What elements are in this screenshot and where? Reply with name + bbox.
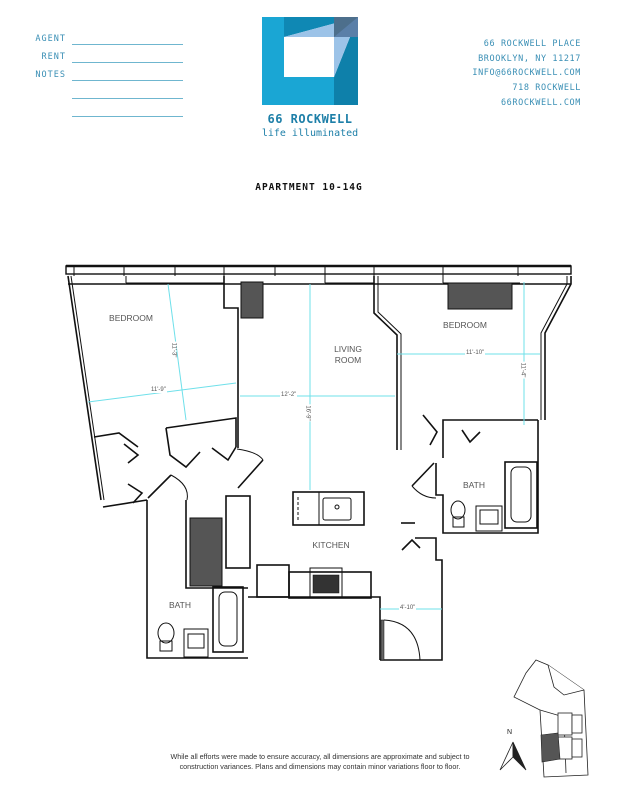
- address-city: BROOKLYN, NY 11217: [478, 53, 581, 64]
- apartment-title: APARTMENT 10-14G: [255, 182, 363, 193]
- bedroom-left-label: BEDROOM: [109, 313, 153, 323]
- rent-field: RENT: [30, 52, 190, 66]
- building-key-plan: [499, 659, 589, 778]
- agent-field: AGENT: [30, 34, 190, 48]
- living-room-depth-dim: 16'-9": [304, 404, 311, 422]
- disclaimer-line-2: construction variances. Plans and dimens…: [179, 762, 461, 771]
- living-room-label-line1: LIVING: [334, 344, 362, 354]
- notes-line: [72, 80, 183, 81]
- rent-label: RENT: [41, 52, 66, 62]
- agent-line: [72, 44, 183, 45]
- bedroom-right-label: BEDROOM: [443, 320, 487, 330]
- notes-extra-line-1: [30, 88, 190, 102]
- brand-tagline: life illuminated: [261, 128, 359, 139]
- agent-label: AGENT: [35, 34, 66, 44]
- bedroom-right-depth-dim: 11'-4": [519, 361, 526, 379]
- living-room-width-dim: 12'-2": [280, 392, 298, 398]
- notes-line-3: [72, 116, 183, 117]
- bath-left-label: BATH: [168, 600, 192, 610]
- notes-line-2: [72, 98, 183, 99]
- living-room-label-line2: ROOM: [334, 355, 362, 365]
- contact-address: 66 ROCKWELL PLACE BROOKLYN, NY 11217 INF…: [472, 37, 581, 111]
- bedroom-left-width-dim: 11'-9": [150, 387, 167, 393]
- disclaimer-text: While all efforts were made to ensure ac…: [130, 752, 510, 772]
- bath-right-label: BATH: [462, 480, 486, 490]
- notes-field: NOTES: [30, 70, 190, 84]
- brand-name: 66 ROCKWELL: [267, 112, 353, 126]
- contact-phone: 718 ROCKWELL: [512, 83, 581, 94]
- contact-email[interactable]: INFO@66ROCKWELL.COM: [472, 68, 581, 79]
- notes-extra-line-2: [30, 106, 190, 120]
- rent-line: [72, 62, 183, 63]
- foyer-width-dim: 4'-10": [399, 605, 417, 611]
- brand-logo-icon: [262, 17, 358, 105]
- north-arrow-icon: [499, 741, 527, 771]
- address-street: 66 ROCKWELL PLACE: [483, 39, 581, 49]
- compass-north-label: N: [507, 729, 513, 736]
- bedroom-right-width-dim: 11'-10": [465, 350, 486, 356]
- disclaimer-line-1: While all efforts were made to ensure ac…: [170, 752, 470, 761]
- notes-label: NOTES: [35, 70, 66, 80]
- kitchen-label: KITCHEN: [312, 540, 350, 550]
- contact-website[interactable]: 66ROCKWELL.COM: [500, 97, 581, 108]
- living-room-label: LIVING ROOM: [320, 344, 376, 366]
- bedroom-left-depth-dim: 11'-3": [170, 341, 177, 359]
